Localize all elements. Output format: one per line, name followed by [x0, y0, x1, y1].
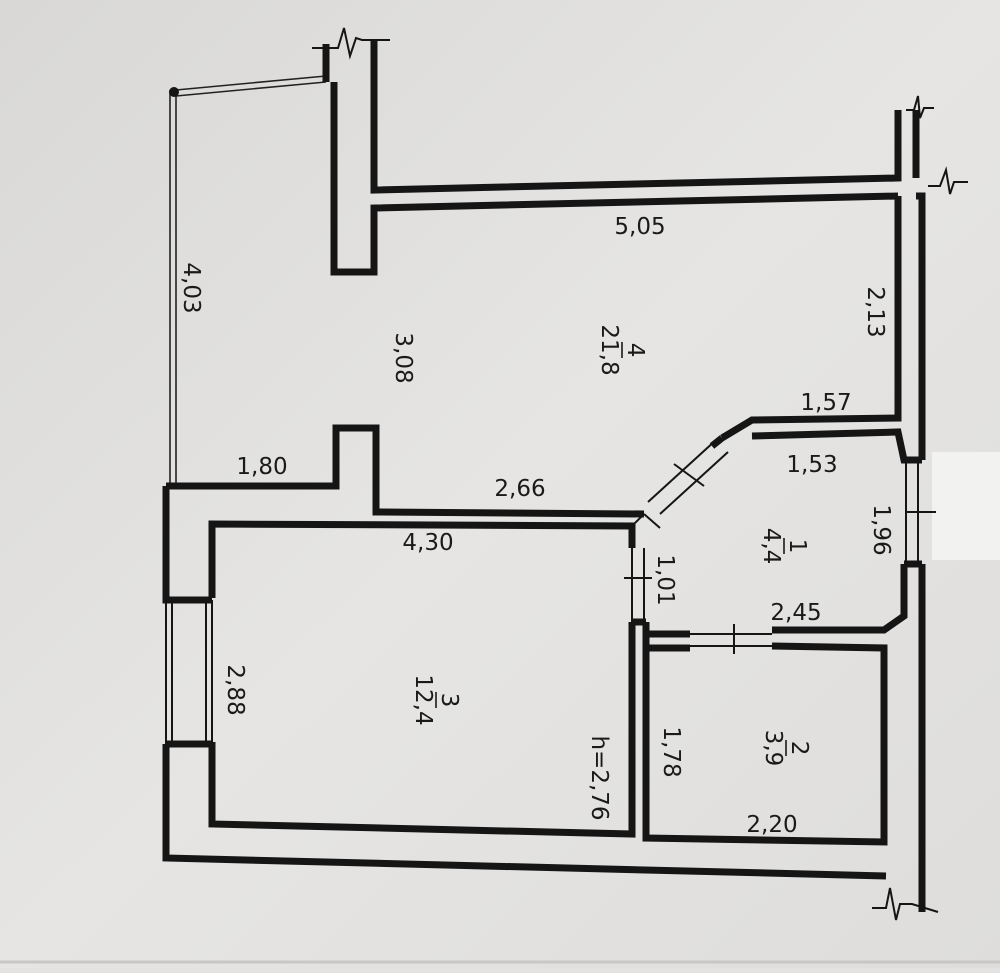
- ceiling-height: h=2,76: [586, 735, 612, 820]
- room-number: 1: [784, 539, 810, 554]
- room-4-label: 4 21,8: [596, 324, 648, 375]
- dim-bath-height: 1,78: [658, 726, 684, 777]
- walls: [162, 40, 926, 912]
- dim-room3-width: 2,88: [222, 664, 248, 715]
- room-3-label: 3 12,4: [410, 674, 462, 725]
- room-number: 2: [786, 741, 812, 756]
- dim-room3-top-mid: 2,66: [494, 476, 545, 502]
- dim-hall-top: 1,57: [800, 390, 851, 416]
- dim-room3-length: 4,30: [402, 530, 453, 556]
- dim-bath-bottom: 2,20: [746, 812, 797, 838]
- room-1-label: 1 4,4: [758, 528, 810, 565]
- dim-hall-inner: 1,53: [786, 452, 837, 478]
- room-area: 12,4: [410, 674, 436, 725]
- room-number: 4: [622, 343, 648, 358]
- room-number: 3: [436, 693, 462, 708]
- balcony: [169, 75, 327, 488]
- dim-hall-height: 1,96: [868, 504, 894, 555]
- dim-doorway: 1,01: [652, 554, 678, 605]
- dimension-labels: 4,03 5,05 3,08 2,13 1,57 1,53 1,96 1,80 …: [178, 214, 894, 838]
- dim-room4-length: 5,05: [614, 214, 665, 240]
- break-marks: [312, 27, 968, 921]
- doors-and-glazing: [165, 439, 936, 744]
- room-area: 21,8: [596, 324, 622, 375]
- dim-bath-top: 2,45: [770, 600, 821, 626]
- room-area: 3,9: [760, 730, 786, 767]
- room-2-label: 2 3,9: [760, 730, 812, 767]
- room-area: 4,4: [758, 528, 784, 565]
- paper-tab: [932, 452, 1000, 560]
- dim-balcony-length: 4,03: [178, 262, 204, 313]
- dim-room4-width: 3,08: [390, 332, 416, 383]
- dim-room4-right-wall: 2,13: [862, 286, 888, 337]
- dim-room3-top-left: 1,80: [236, 454, 287, 480]
- room-labels: 4 21,8 1 4,4 3 12,4 2 3,9: [410, 324, 812, 766]
